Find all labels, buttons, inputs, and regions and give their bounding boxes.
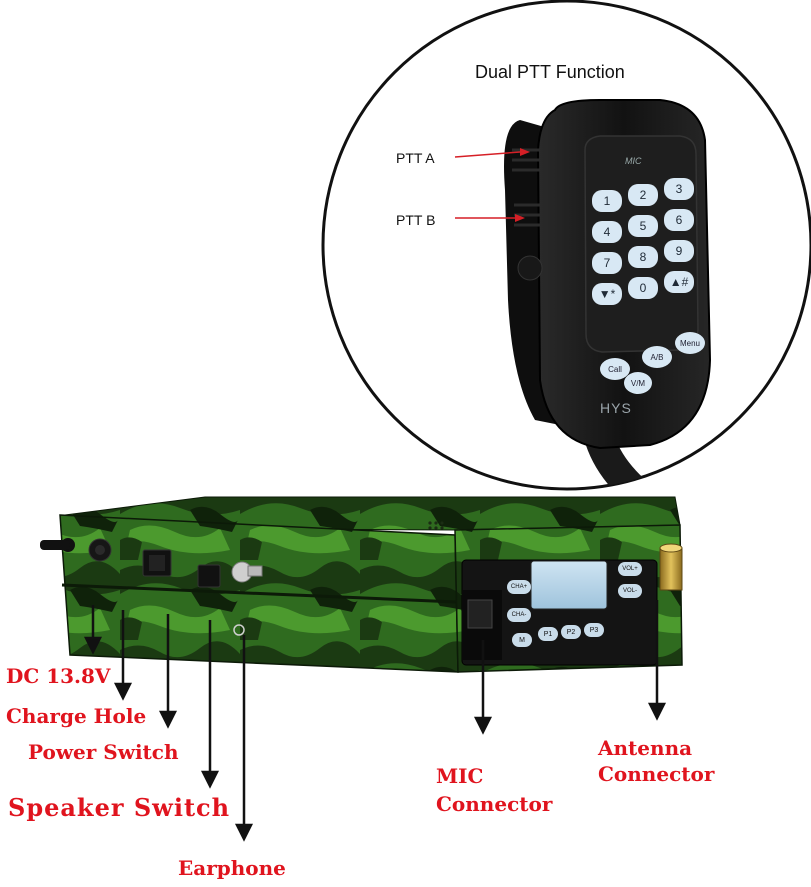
keypad-key-label: 6 xyxy=(675,213,683,227)
p2-button[interactable]: P2 xyxy=(561,625,581,639)
brand-label: HYS xyxy=(600,400,632,416)
cha-plus-button[interactable]: CHA+ xyxy=(507,580,531,594)
keypad-key[interactable]: 8 xyxy=(628,246,658,268)
keypad-key-label: 2 xyxy=(639,188,647,202)
antenna-connector-label-2: Connector xyxy=(598,762,715,786)
power-switch-label: Power Switch xyxy=(28,740,179,764)
mic-label: MIC xyxy=(625,156,642,166)
keypad-key-label: 5 xyxy=(639,219,647,233)
earphone-label: Earphone xyxy=(178,856,286,880)
arrow-left-icon xyxy=(455,214,525,222)
m-button[interactable]: M xyxy=(512,633,532,647)
mic-connector-label-1: MIC xyxy=(436,764,484,788)
antenna-connector-label-1: Antenna xyxy=(598,736,693,760)
cha-minus-button[interactable]: CHA- xyxy=(507,608,531,622)
arrow-down-icon xyxy=(647,600,667,721)
arrow-left-icon xyxy=(454,148,530,158)
keypad-key[interactable]: 1 xyxy=(592,190,622,212)
keypad-key[interactable]: 9 xyxy=(664,240,694,262)
speaker-switch-label: Speaker Switch xyxy=(8,793,231,822)
radio-base-unit xyxy=(40,496,683,673)
keypad-key[interactable]: 7 xyxy=(592,252,622,274)
keypad-key-label: 7 xyxy=(603,256,611,270)
keypad-key-label: 3 xyxy=(675,182,683,196)
keypad-key[interactable]: 6 xyxy=(664,209,694,231)
keypad-key[interactable]: 5 xyxy=(628,215,658,237)
keypad-key[interactable]: 3 xyxy=(664,178,694,200)
arrow-down-icon xyxy=(83,605,103,655)
arrow-down-icon xyxy=(473,640,493,735)
keypad-key[interactable]: 2 xyxy=(628,184,658,206)
vm-button[interactable]: V/M xyxy=(624,372,652,394)
menu-button[interactable]: Menu xyxy=(675,332,705,354)
charge-hole-label: Charge Hole xyxy=(6,704,147,728)
keypad-key-label: ▲# xyxy=(669,275,689,289)
p1-button[interactable]: P1 xyxy=(538,627,558,641)
vol-minus-button[interactable]: VOL- xyxy=(618,584,642,598)
keypad-key[interactable]: ▼* xyxy=(592,283,622,305)
p3-button[interactable]: P3 xyxy=(584,623,604,637)
mic-connector-label-2: Connector xyxy=(436,792,553,816)
arrow-down-icon xyxy=(234,635,254,842)
ab-button[interactable]: A/B xyxy=(642,346,672,368)
keypad-key-label: ▼* xyxy=(598,287,616,301)
arrow-down-icon xyxy=(113,610,133,701)
keypad-key[interactable]: ▲# xyxy=(664,271,694,293)
keypad-key[interactable]: 0 xyxy=(628,277,658,299)
dc-label: DC 13.8V xyxy=(6,664,111,688)
dual-ptt-title: Dual PTT Function xyxy=(475,62,625,82)
keypad-key-label: 8 xyxy=(639,250,647,264)
arrow-down-icon xyxy=(200,620,220,789)
ptt-a-label: PTT A xyxy=(396,150,435,166)
call-button[interactable]: Call xyxy=(600,358,630,380)
keypad-key[interactable]: 4 xyxy=(592,221,622,243)
mic-keypad: 1 2 3 4 5 6 7 8 9 ▼* 0 ▲# xyxy=(592,178,702,340)
keypad-key-label: 9 xyxy=(675,244,683,258)
ptt-b-label: PTT B xyxy=(396,212,436,228)
keypad-key-label: 1 xyxy=(603,194,611,208)
vol-plus-button[interactable]: VOL+ xyxy=(618,562,642,576)
arrow-down-icon xyxy=(158,614,178,729)
keypad-key-label: 4 xyxy=(603,225,611,239)
keypad-key-label: 0 xyxy=(639,281,647,295)
